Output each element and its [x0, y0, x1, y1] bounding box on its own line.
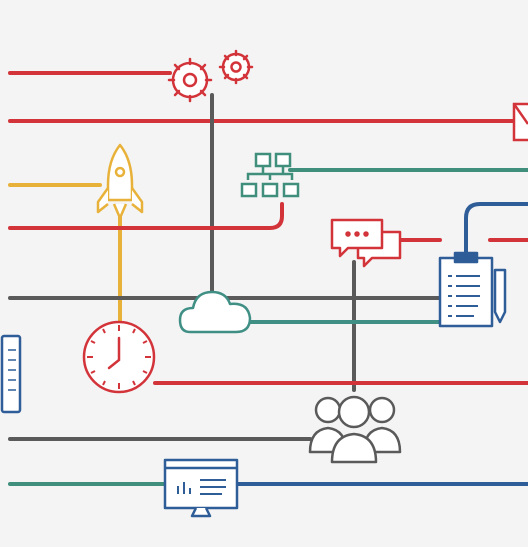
cloud-icon: [178, 290, 252, 334]
clock-icon: [82, 320, 156, 394]
chat-bubbles-icon: [330, 218, 402, 268]
people-group-icon: [308, 395, 402, 464]
org-chart-icon: [240, 152, 300, 198]
device-icon: [0, 334, 22, 414]
blue-line-1: [464, 202, 528, 260]
clipboard-icon: [438, 251, 507, 328]
gears-icon: [167, 49, 254, 103]
rocket-icon: [96, 143, 144, 220]
envelope-icon: [512, 102, 528, 142]
monitor-dashboard-icon: [163, 458, 239, 518]
red-line-3: [8, 202, 284, 230]
